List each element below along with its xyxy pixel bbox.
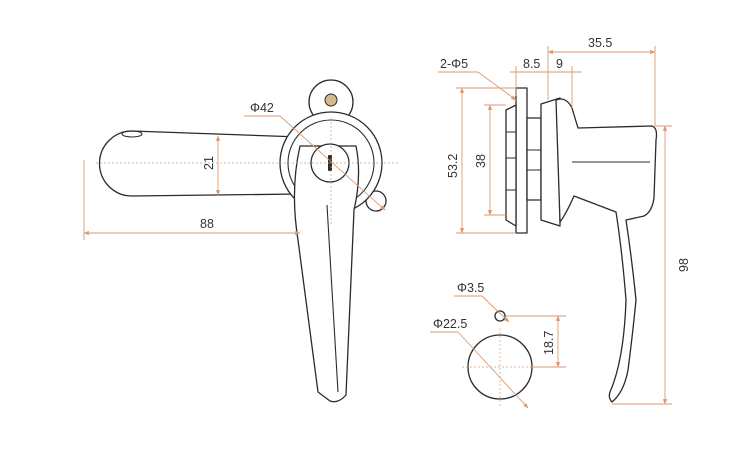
lever-handle [293, 145, 360, 403]
dim-98: 98 [677, 258, 691, 272]
side-view: 35.5 8.5 9 2-Φ5 53.2 38 98 [438, 36, 691, 405]
cutout-view: Φ3.5 Φ22.5 18.7 [430, 281, 566, 409]
dim-8-5: 8.5 [523, 57, 540, 71]
dim-phi42: Φ42 [250, 101, 274, 115]
dim-9: 9 [556, 57, 563, 71]
rear-arm-cap [121, 130, 143, 138]
dim-phi3-5: Φ3.5 [457, 281, 484, 295]
dim-phi22-5: Φ22.5 [433, 317, 467, 331]
dim-holes: 2-Φ5 [440, 57, 468, 71]
dim-88: 88 [200, 217, 214, 231]
cam [505, 104, 517, 227]
housing [540, 97, 561, 227]
dim-38: 38 [474, 154, 488, 168]
dim-35-5: 35.5 [588, 36, 612, 50]
lever-ridge [326, 204, 339, 393]
dim-21: 21 [202, 156, 216, 170]
mounting-plate [515, 87, 528, 234]
dim-53-2: 53.2 [446, 154, 460, 178]
dim-18-7: 18.7 [542, 331, 556, 355]
top-pin-hole [324, 93, 338, 107]
handle-profile [555, 98, 658, 403]
rear-arm [98, 130, 301, 197]
front-view: Φ42 21 88 [83, 79, 400, 403]
nut [526, 117, 542, 201]
pin-hole [494, 310, 506, 322]
